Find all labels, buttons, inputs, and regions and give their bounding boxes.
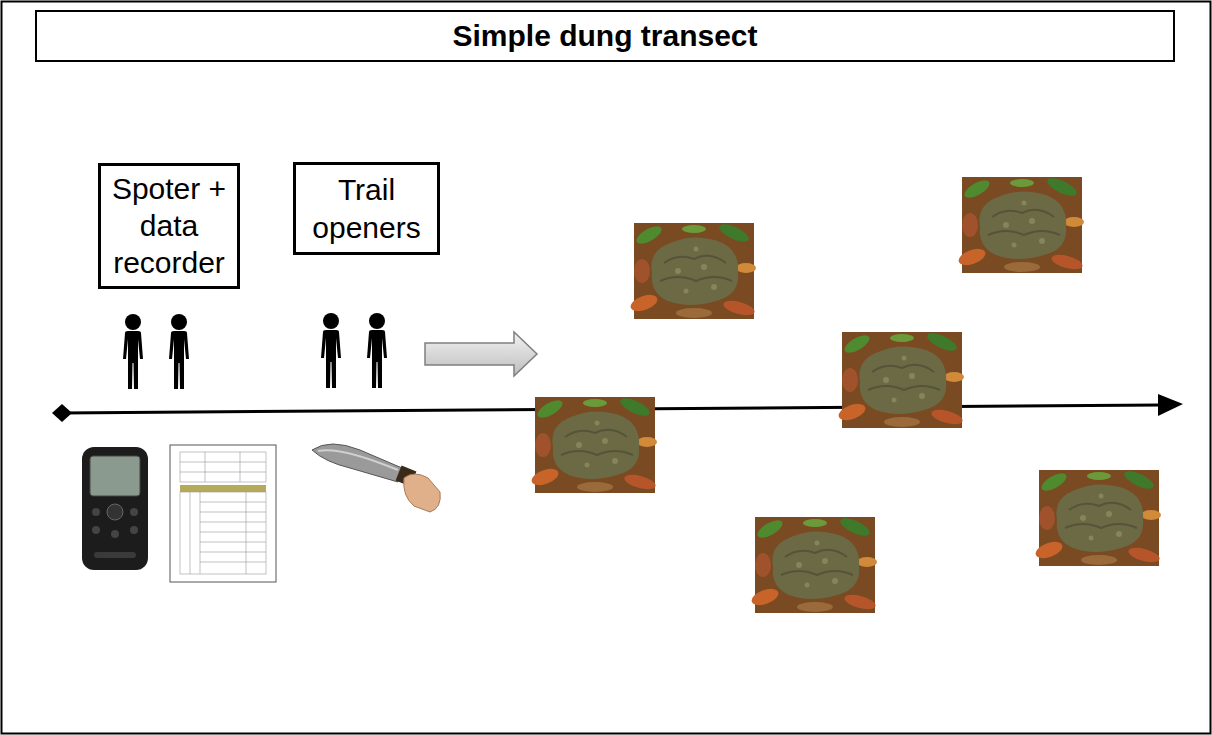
data-sheet bbox=[170, 445, 276, 582]
role-label: Trail openers bbox=[302, 171, 431, 245]
dung-photos bbox=[529, 175, 1161, 613]
role-label: Spoter + data recorder bbox=[107, 170, 231, 282]
machete bbox=[312, 444, 440, 512]
people-icons bbox=[123, 313, 387, 389]
role-box: Spoter + data recorder bbox=[98, 163, 240, 289]
gps-device bbox=[82, 447, 148, 570]
title-text: Simple dung transect bbox=[452, 19, 757, 53]
role-box: Trail openers bbox=[293, 162, 440, 255]
direction-arrow bbox=[425, 332, 537, 376]
title-box: Simple dung transect bbox=[35, 10, 1175, 62]
